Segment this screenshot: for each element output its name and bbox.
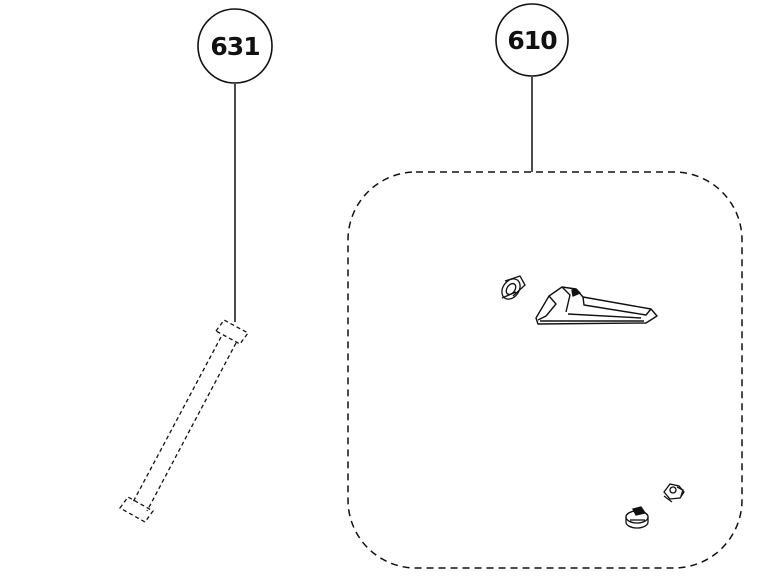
callout-631 [197, 8, 273, 322]
callout-610-label: 610 [507, 26, 557, 55]
lever-arm-part [535, 286, 658, 325]
callout-631-circle [197, 8, 273, 84]
callout-610-circle [495, 3, 569, 77]
pin-bottom-cap [119, 496, 154, 523]
pin-top-cap [215, 319, 249, 345]
pin-body-right-edge [146, 342, 237, 512]
part-631-pin [119, 319, 249, 523]
small-nut-part [625, 506, 649, 529]
callout-610 [495, 3, 569, 172]
small-clip-part [501, 275, 526, 300]
kit-610-group-boundary [347, 171, 743, 569]
pin-body-left-edge [131, 336, 222, 505]
small-spring-part [663, 483, 685, 503]
callout-631-label: 631 [210, 32, 260, 61]
